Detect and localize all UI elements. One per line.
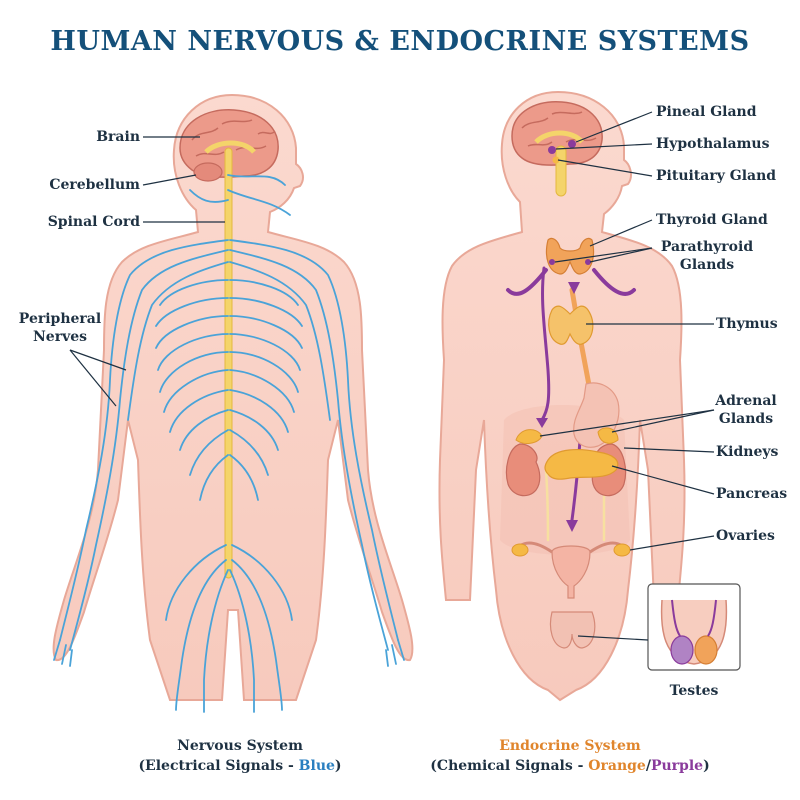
label-peripheral-nerves-line2: Nerves [32,329,87,345]
pituitary-gland-dot [552,156,560,164]
body-testes-shape [549,611,596,649]
left-kidney-shape [505,443,541,497]
endocrine-brain-folds [521,111,597,147]
label-hypothalamus: Hypothalamus [656,136,770,152]
label-cerebellum: Cerebellum [49,177,140,193]
spinal-cord-line [224,147,233,579]
nervous-caption: Nervous System (Electrical Signals - Blu… [100,736,380,776]
endocrine-caption: Endocrine System (Chemical Signals - Ora… [420,736,720,776]
parathyroid-dot-1 [549,259,555,265]
label-ovaries: Ovaries [716,528,775,544]
left-ovary-shape [511,543,529,557]
endocrine-leader-lines [539,111,715,641]
label-testes: Testes [669,683,719,699]
nervous-leader-lines [69,136,225,407]
hypothalamus-dot [548,146,556,154]
label-pituitary-gland: Pituitary Gland [656,168,777,184]
thyroid-gland-shape [545,237,595,275]
label-kidneys: Kidneys [716,444,779,460]
nervous-caption-prefix: (Electrical Signals - [138,758,299,774]
label-peripheral-nerves: Peripheral Nerves [12,310,108,346]
label-spinal-cord: Spinal Cord [47,214,140,230]
nervous-body-silhouette [52,93,414,701]
label-parathyroid-line1: Parathyroid [660,239,754,255]
pineal-gland-dot [568,140,576,148]
endocrine-system-figure [438,90,741,702]
label-adrenal-line1: Adrenal [715,393,777,409]
label-peripheral-nerves-line1: Peripheral [18,311,102,327]
page-title: HUMAN NERVOUS & ENDOCRINE SYSTEMS [50,26,750,57]
label-adrenal-line2: Glands [718,411,774,427]
endocrine-caption-prefix: (Chemical Signals - [430,758,589,774]
testes-inset [647,583,741,671]
corpus-callosum [204,140,256,154]
endocrine-brainstem [555,145,567,197]
endocrine-caption-orange-word: Orange [588,758,646,774]
arrow-head-1 [536,418,548,428]
arrow-head-3 [568,282,580,294]
uterus-shape [551,545,591,599]
label-parathyroid-line2: Glands [679,257,735,273]
label-thymus: Thymus [716,316,778,332]
nervous-caption-line2: (Electrical Signals - Blue) [100,756,380,776]
nervous-caption-blue-word: Blue [298,758,335,774]
pancreas-shape [544,449,619,480]
label-pancreas: Pancreas [716,486,788,502]
nervous-system-figure [52,93,414,713]
right-ovary-shape [613,543,631,557]
brain-folds [191,119,275,157]
arrow-head-2 [566,520,578,532]
peripheral-nerves [53,174,405,713]
thymus-shape [548,305,594,345]
label-adrenal-glands: Adrenal Glands [708,392,784,428]
label-parathyroid-glands: Parathyroid Glands [652,238,762,274]
endocrine-corpus-callosum [534,130,584,144]
endocrine-caption-slash: / [645,758,651,774]
label-thyroid-gland: Thyroid Gland [656,212,768,228]
endocrine-caption-line2: (Chemical Signals - Orange/Purple) [420,756,720,776]
endocrine-caption-suffix: ) [703,758,710,774]
nervous-caption-line1: Nervous System [177,738,303,754]
endocrine-caption-purple-word: Purple [650,758,704,774]
label-brain: Brain [96,129,140,145]
endocrine-caption-line1: Endocrine System [499,738,641,754]
cerebellum-shape [193,162,223,182]
parathyroid-dot-2 [585,259,591,265]
nervous-caption-suffix: ) [334,758,342,774]
label-pineal-gland: Pineal Gland [656,104,757,120]
